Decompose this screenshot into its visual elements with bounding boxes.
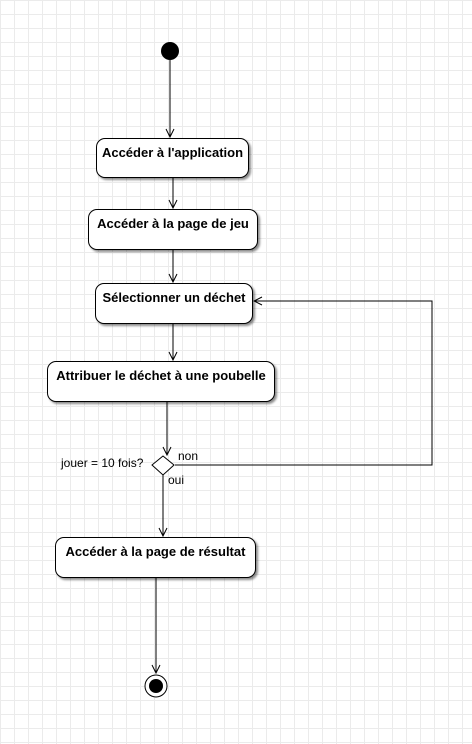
activity-attribuer-dechet[interactable]: Attribuer le déchet à une poubelle [47,361,275,402]
activity-acceder-page-jeu[interactable]: Accéder à la page de jeu [88,209,258,250]
activity-selectionner-dechet[interactable]: Sélectionner un déchet [95,283,253,324]
activity-acceder-application[interactable]: Accéder à l'application [96,138,249,178]
flow-decision-no-loop [175,301,433,466]
activity-acceder-page-resultat[interactable]: Accéder à la page de résultat [55,537,256,578]
decision-condition-label: jouer = 10 fois? [61,456,144,470]
initial-node [161,42,179,60]
decision-yes-label: oui [168,473,185,487]
final-node-inner [149,679,163,693]
decision-no-label: non [178,449,199,463]
decision-node [151,455,175,476]
